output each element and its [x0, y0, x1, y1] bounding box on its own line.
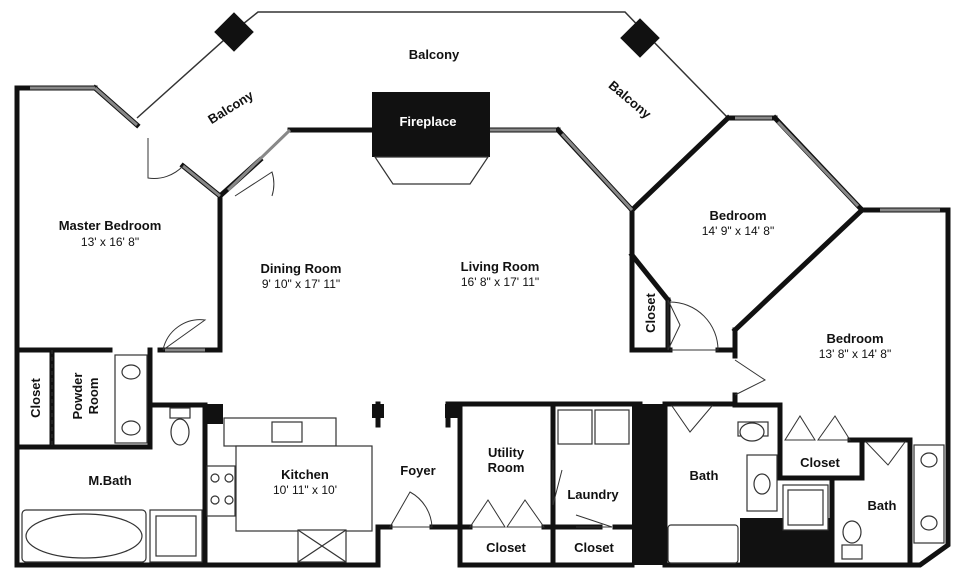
- label-closet-bath: Closet: [800, 455, 840, 470]
- label-utility-room-2: Room: [488, 460, 525, 475]
- burner-icon: [224, 495, 234, 505]
- label-powder-room-2: Room: [86, 378, 101, 415]
- label-master-bedroom: Master Bedroom: [59, 218, 162, 233]
- balcony-post-right: [620, 18, 660, 58]
- label-balcony-left: Balcony: [205, 87, 256, 127]
- burner-icon: [210, 495, 220, 505]
- label-living-room: Living Room: [461, 259, 540, 274]
- sink-icon: [121, 420, 141, 436]
- label-kitchen: Kitchen: [281, 467, 329, 482]
- shaft-block: [632, 404, 666, 565]
- bathtub-icon: [667, 524, 739, 564]
- dims-master-bedroom: 13' x 16' 8": [81, 235, 139, 249]
- sink-icon: [121, 364, 141, 380]
- label-bedroom-1: Bedroom: [709, 208, 766, 223]
- label-closet-utility: Closet: [486, 540, 526, 555]
- column-block: [372, 404, 384, 418]
- fireplace-block: [372, 92, 490, 157]
- fireplace-hearth: [373, 156, 490, 185]
- column-block: [203, 404, 223, 424]
- toilet-icon: [170, 418, 190, 446]
- label-bedroom-2: Bedroom: [826, 331, 883, 346]
- label-foyer: Foyer: [400, 463, 435, 478]
- label-closet-left: Closet: [28, 377, 43, 417]
- label-bath-2: Bath: [868, 498, 897, 513]
- column-block: [445, 404, 459, 418]
- sink-icon: [271, 421, 303, 443]
- bathtub-icon: [25, 513, 143, 559]
- burner-icon: [210, 473, 220, 483]
- label-closet-laundry: Closet: [574, 540, 614, 555]
- label-closet-bedroom: Closet: [643, 292, 658, 332]
- dims-kitchen: 10' 11" x 10': [273, 483, 337, 497]
- label-utility-room-1: Utility: [488, 445, 525, 460]
- label-balcony-top: Balcony: [409, 47, 460, 62]
- fixtures: [21, 354, 945, 564]
- windows: [30, 86, 940, 352]
- toilet-icon: [842, 520, 862, 544]
- dims-bedroom-1: 14' 9" x 14' 8": [702, 224, 774, 238]
- balcony-outline: [136, 11, 729, 119]
- stove-icon: [206, 465, 236, 517]
- toilet-tank-icon: [169, 407, 191, 419]
- dryer-icon: [594, 409, 630, 445]
- dims-dining-room: 9' 10" x 17' 11": [262, 277, 340, 291]
- burner-icon: [224, 473, 234, 483]
- kitchen-island-outline: [235, 445, 373, 532]
- doors: [51, 138, 906, 528]
- label-fireplace: Fireplace: [399, 114, 456, 129]
- dims-living-room: 16' 8" x 17' 11": [461, 275, 539, 289]
- dims-bedroom-2: 13' 8" x 14' 8": [819, 347, 891, 361]
- balcony-post-left: [214, 12, 254, 52]
- label-powder-room-1: Powder: [70, 373, 85, 420]
- label-bath-1: Bath: [690, 468, 719, 483]
- label-dining-room: Dining Room: [261, 261, 342, 276]
- label-balcony-right: Balcony: [606, 78, 655, 122]
- toilet-tank-icon: [841, 544, 863, 560]
- sink-icon: [753, 473, 771, 495]
- toilet-icon: [739, 422, 765, 442]
- label-master-bath: M.Bath: [88, 473, 131, 488]
- washer-icon: [557, 409, 593, 445]
- sink-icon: [920, 452, 938, 468]
- label-laundry: Laundry: [567, 487, 619, 502]
- sink-icon: [920, 515, 938, 531]
